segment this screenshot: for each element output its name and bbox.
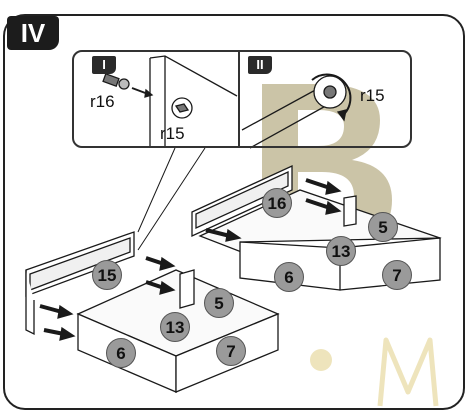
detail-panel-1-badge: I	[92, 56, 116, 74]
drawer-front-label-side: 5	[204, 288, 234, 318]
drawer-front-label-back: 13	[160, 312, 190, 342]
detail-panel-2-part: r15	[360, 86, 385, 105]
drawer-back-label-back-panel: 16	[262, 188, 292, 218]
callout-lines	[137, 147, 206, 251]
drawer-front-label-back-panel: 15	[92, 260, 122, 290]
detail-panel-1-part-b: r15	[160, 124, 185, 143]
drawer-back-label-side: 5	[368, 212, 398, 242]
detail-panel-2-drawing	[241, 73, 352, 149]
step-badge: IV	[7, 16, 59, 50]
detail-panel-2-badge: II	[248, 56, 272, 74]
detail-divider	[238, 50, 240, 148]
detail-inset	[72, 50, 412, 148]
drawer-back-label-right: 7	[382, 260, 412, 290]
drawer-front-label-front: 6	[106, 338, 136, 368]
drawer-back-label-back: 13	[326, 236, 356, 266]
drawer-back-label-front: 6	[274, 262, 304, 292]
watermark-m	[310, 337, 439, 407]
detail-panel-1-drawing	[102, 55, 238, 148]
drawer-front-label-right: 7	[216, 336, 246, 366]
detail-panel-1-part-a: r16	[90, 92, 115, 111]
step-frame	[3, 14, 465, 410]
